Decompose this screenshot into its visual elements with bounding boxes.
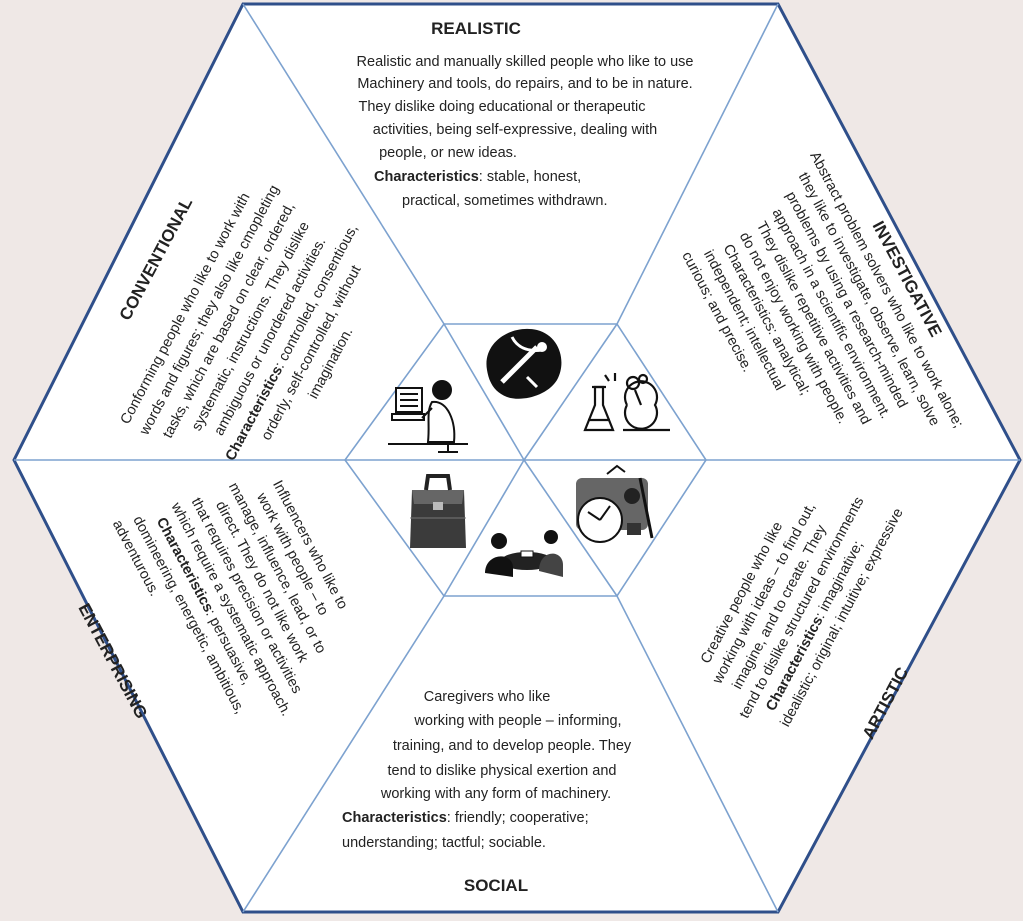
realistic-line: They dislike doing educational or therap… xyxy=(359,99,646,115)
realistic-characteristics: Characteristics: stable, honest, xyxy=(374,169,581,185)
briefcase-icon xyxy=(410,474,466,548)
social-line: working with people – informing, xyxy=(413,713,621,729)
characteristics-text: : stable, honest, xyxy=(479,169,581,185)
realistic-line: activities, being self-expressive, deali… xyxy=(373,122,658,138)
mechanic-tools-icon xyxy=(486,328,562,399)
social-title: SOCIAL xyxy=(464,876,528,895)
realistic-title: REALISTIC xyxy=(431,19,521,38)
characteristics-label: Characteristics xyxy=(374,169,479,185)
social-characteristics-cont: understanding; tactful; sociable. xyxy=(342,835,546,851)
social-line: tend to dislike physical exertion and xyxy=(388,763,617,779)
characteristics-label: Characteristics xyxy=(342,810,447,826)
office-clerk-icon xyxy=(388,380,468,453)
characteristics-text: : friendly; cooperative; xyxy=(447,810,589,826)
realistic-characteristics-cont: practical, sometimes withdrawn. xyxy=(402,193,608,209)
social-line: working with any form of machinery. xyxy=(380,786,611,802)
social-line: training, and to develop people. They xyxy=(393,738,632,754)
realistic-line: Machinery and tools, do repairs, and to … xyxy=(357,76,692,92)
realistic-section: REALISTIC Realistic and manually skilled… xyxy=(357,19,694,209)
social-characteristics: Characteristics: friendly; cooperative; xyxy=(342,810,589,826)
social-line: Caregivers who like xyxy=(424,689,551,705)
divider-lines xyxy=(14,3,1020,913)
meeting-people-icon xyxy=(485,530,563,577)
social-section: Caregivers who like working with people … xyxy=(342,689,632,895)
realistic-line: people, or new ideas. xyxy=(379,145,517,161)
chemistry-lab-icon xyxy=(583,373,670,432)
art-palette-icon xyxy=(576,464,654,543)
realistic-line: Realistic and manually skilled people wh… xyxy=(357,54,694,70)
